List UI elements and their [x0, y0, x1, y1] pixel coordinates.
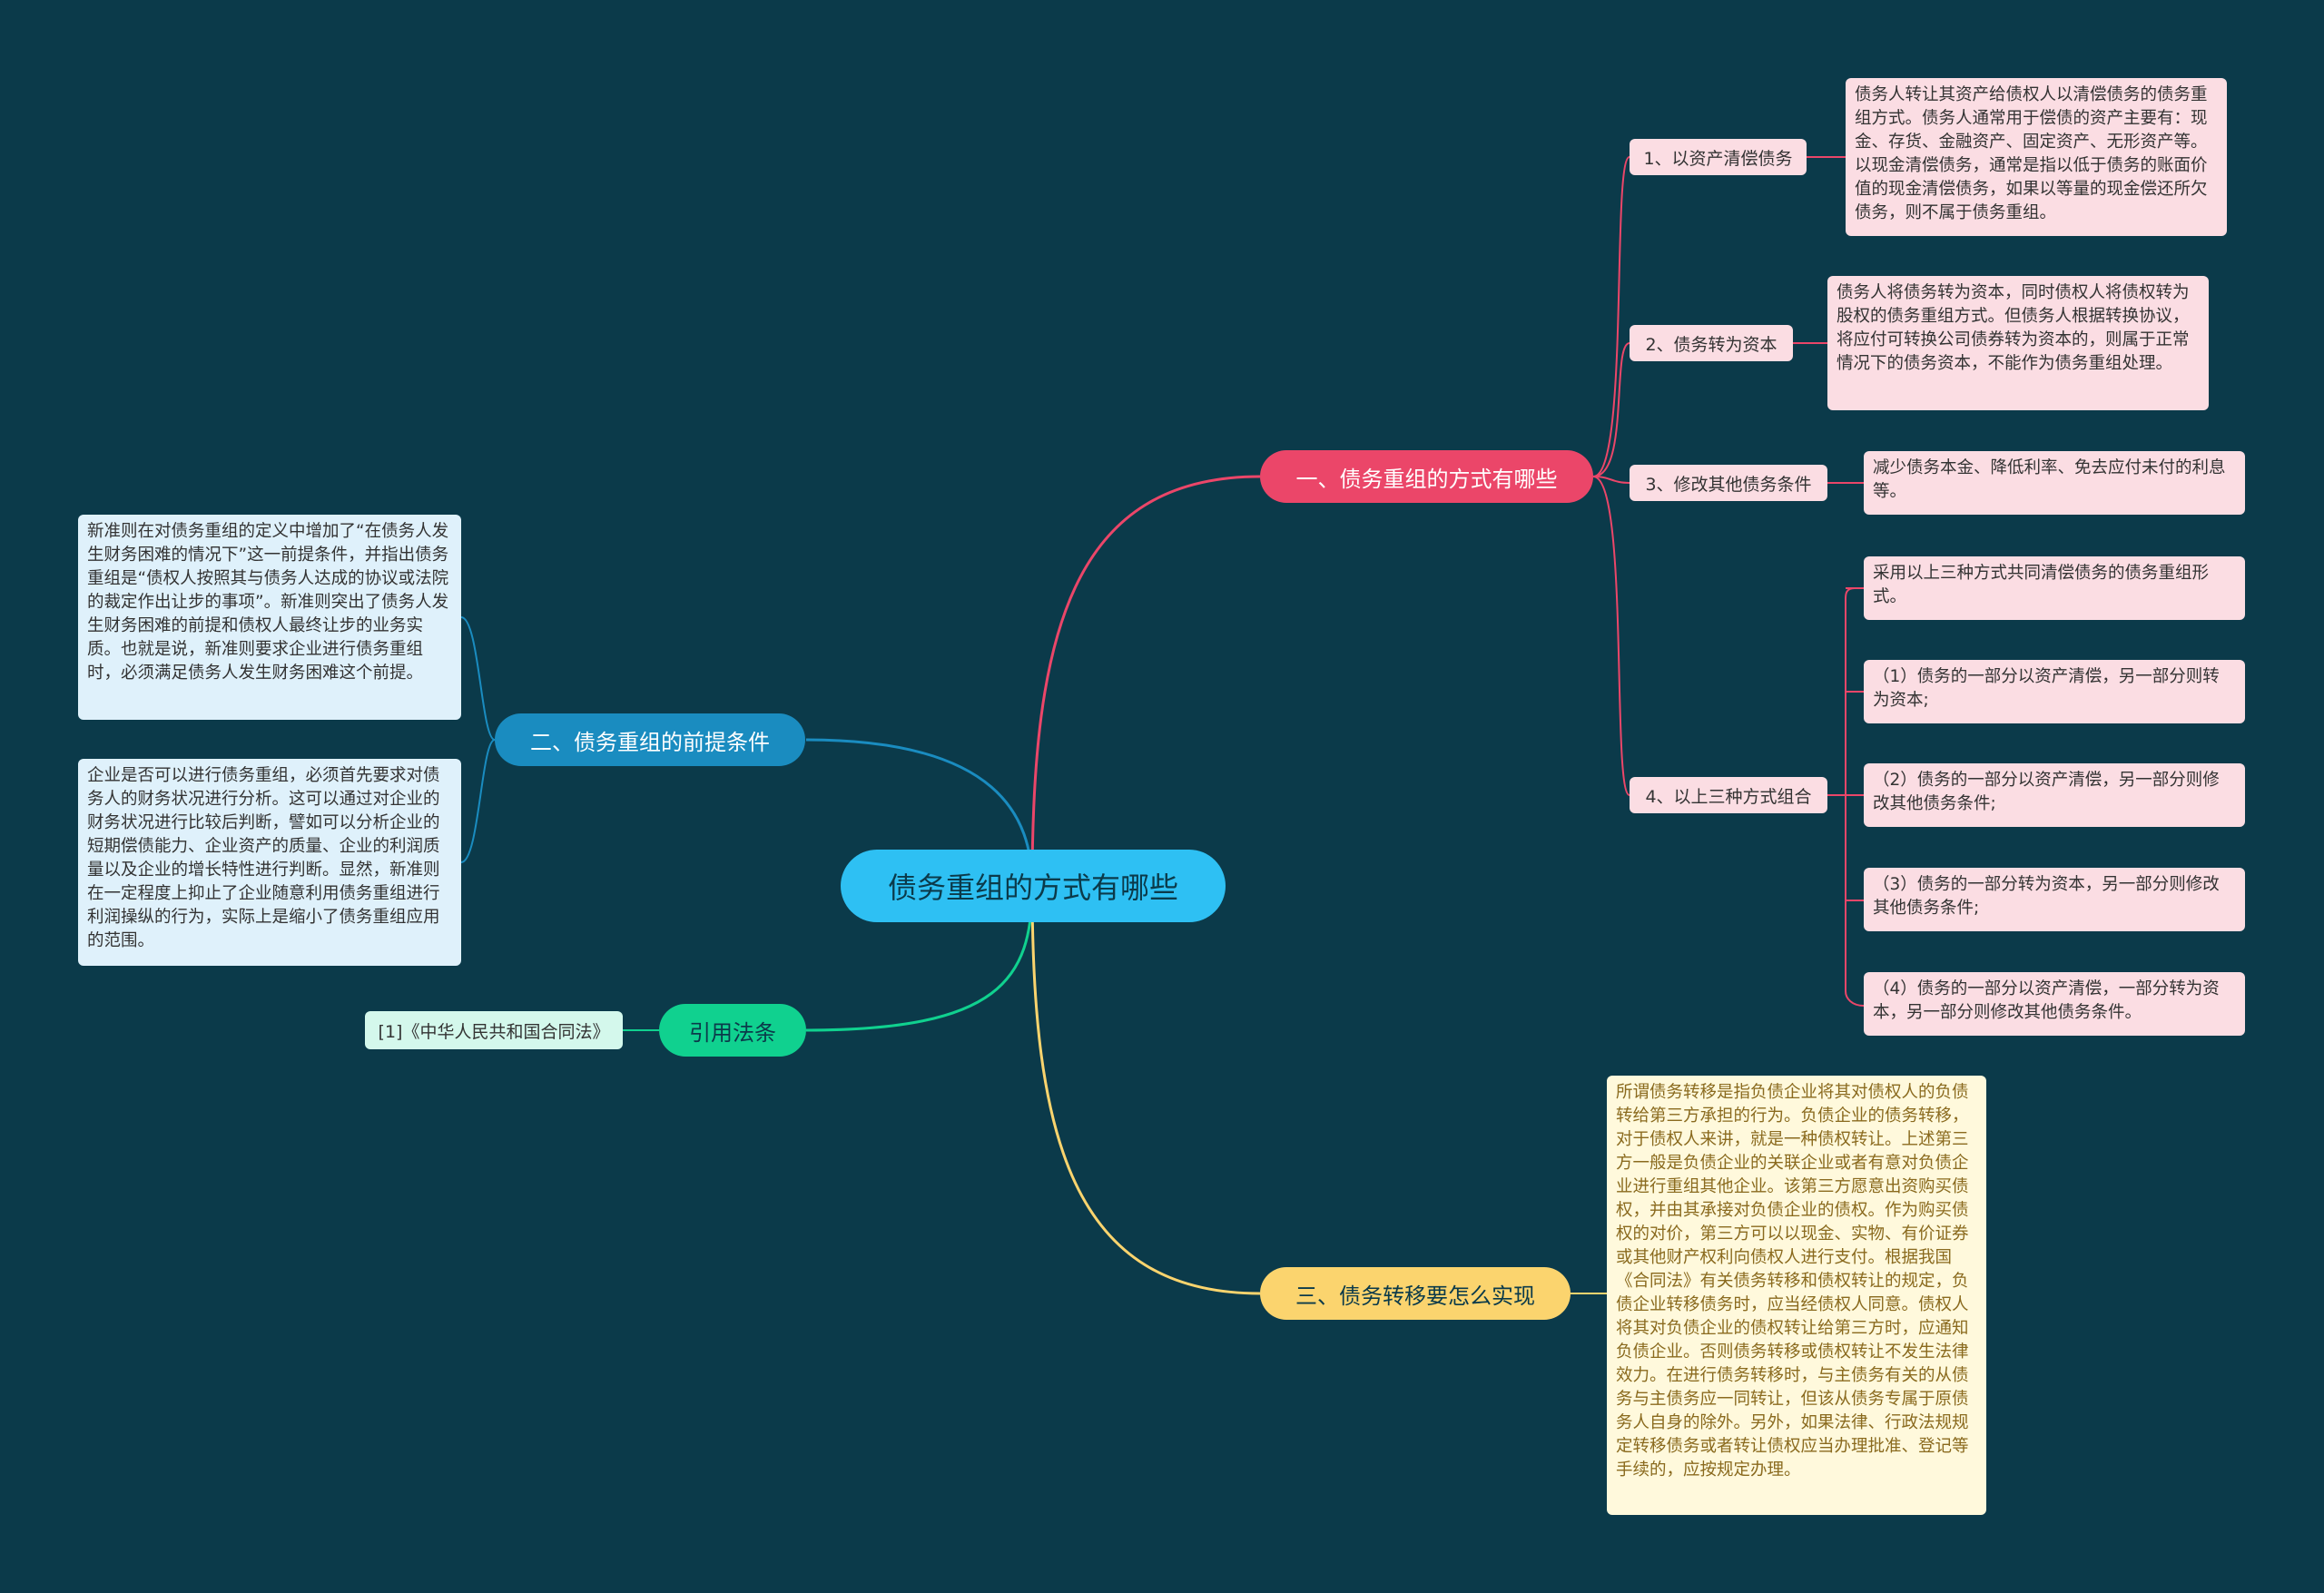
branch-prerequisites[interactable]: 二、债务重组的前提条件 — [495, 713, 805, 766]
link-b1-sub2 — [1592, 342, 1630, 477]
branch-cited-laws[interactable]: 引用法条 — [659, 1004, 806, 1057]
detail-combination-4: （3）债务的一部分转为资本，另一部分则修改其他债务条件; — [1864, 868, 2245, 931]
detail-combination-5: （4）债务的一部分以资产清偿，一部分转为资本，另一部分则修改其他债务条件。 — [1864, 972, 2245, 1036]
link-b1-sub4 — [1592, 476, 1630, 796]
sub-node-combination[interactable]: 4、以上三种方式组合 — [1630, 777, 1827, 813]
link-b2-d1 — [460, 616, 496, 741]
branch-debt-transfer[interactable]: 三、债务转移要怎么实现 — [1260, 1267, 1571, 1320]
ref-contract-law[interactable]: [1]《中华人民共和国合同法》 — [365, 1011, 623, 1049]
link-b2-d2 — [460, 739, 496, 863]
link-b1-sub1 — [1592, 156, 1630, 477]
link-root-branch1 — [1030, 475, 1261, 887]
sub-node-debt-to-capital[interactable]: 2、债务转为资本 — [1630, 325, 1793, 361]
detail-asset-settlement: 债务人转让其资产给债权人以清偿债务的债务重组方式。债务人通常用于偿债的资产主要有… — [1846, 78, 2227, 236]
detail-combination-2: （1）债务的一部分以资产清偿，另一部分则转为资本; — [1864, 660, 2245, 723]
sub-node-modify-terms[interactable]: 3、修改其他债务条件 — [1630, 465, 1827, 501]
link-b1-sub3 — [1592, 476, 1630, 484]
detail-combination-3: （2）债务的一部分以资产清偿，另一部分则修改其他债务条件; — [1864, 763, 2245, 827]
detail-prerequisites-2: 企业是否可以进行债务重组，必须首先要求对债务人的财务状况进行分析。这可以通过对企… — [78, 759, 461, 966]
detail-modify-terms: 减少债务本金、降低利率、免去应付未付的利息等。 — [1864, 451, 2245, 515]
detail-prerequisites-1: 新准则在对债务重组的定义中增加了“在债务人发生财务困难的情况下”这一前提条件，并… — [78, 515, 461, 720]
root-node[interactable]: 债务重组的方式有哪些 — [841, 850, 1226, 922]
detail-combination-1: 采用以上三种方式共同清偿债务的债务重组形式。 — [1864, 556, 2245, 620]
link-root-branch4 — [1030, 885, 1261, 1295]
detail-debt-transfer: 所谓债务转移是指负债企业将其对债权人的负债转给第三方承担的行为。负债企业的债务转… — [1607, 1076, 1986, 1515]
detail-debt-to-capital: 债务人将债务转为资本，同时债权人将债权转为股权的债务重组方式。但债务人根据转换协… — [1827, 276, 2209, 410]
branch-debt-restructuring-methods[interactable]: 一、债务重组的方式有哪些 — [1260, 450, 1593, 503]
link-sub4-bracket — [1827, 587, 1865, 1007]
sub-node-asset-settlement[interactable]: 1、以资产清偿债务 — [1630, 139, 1807, 175]
